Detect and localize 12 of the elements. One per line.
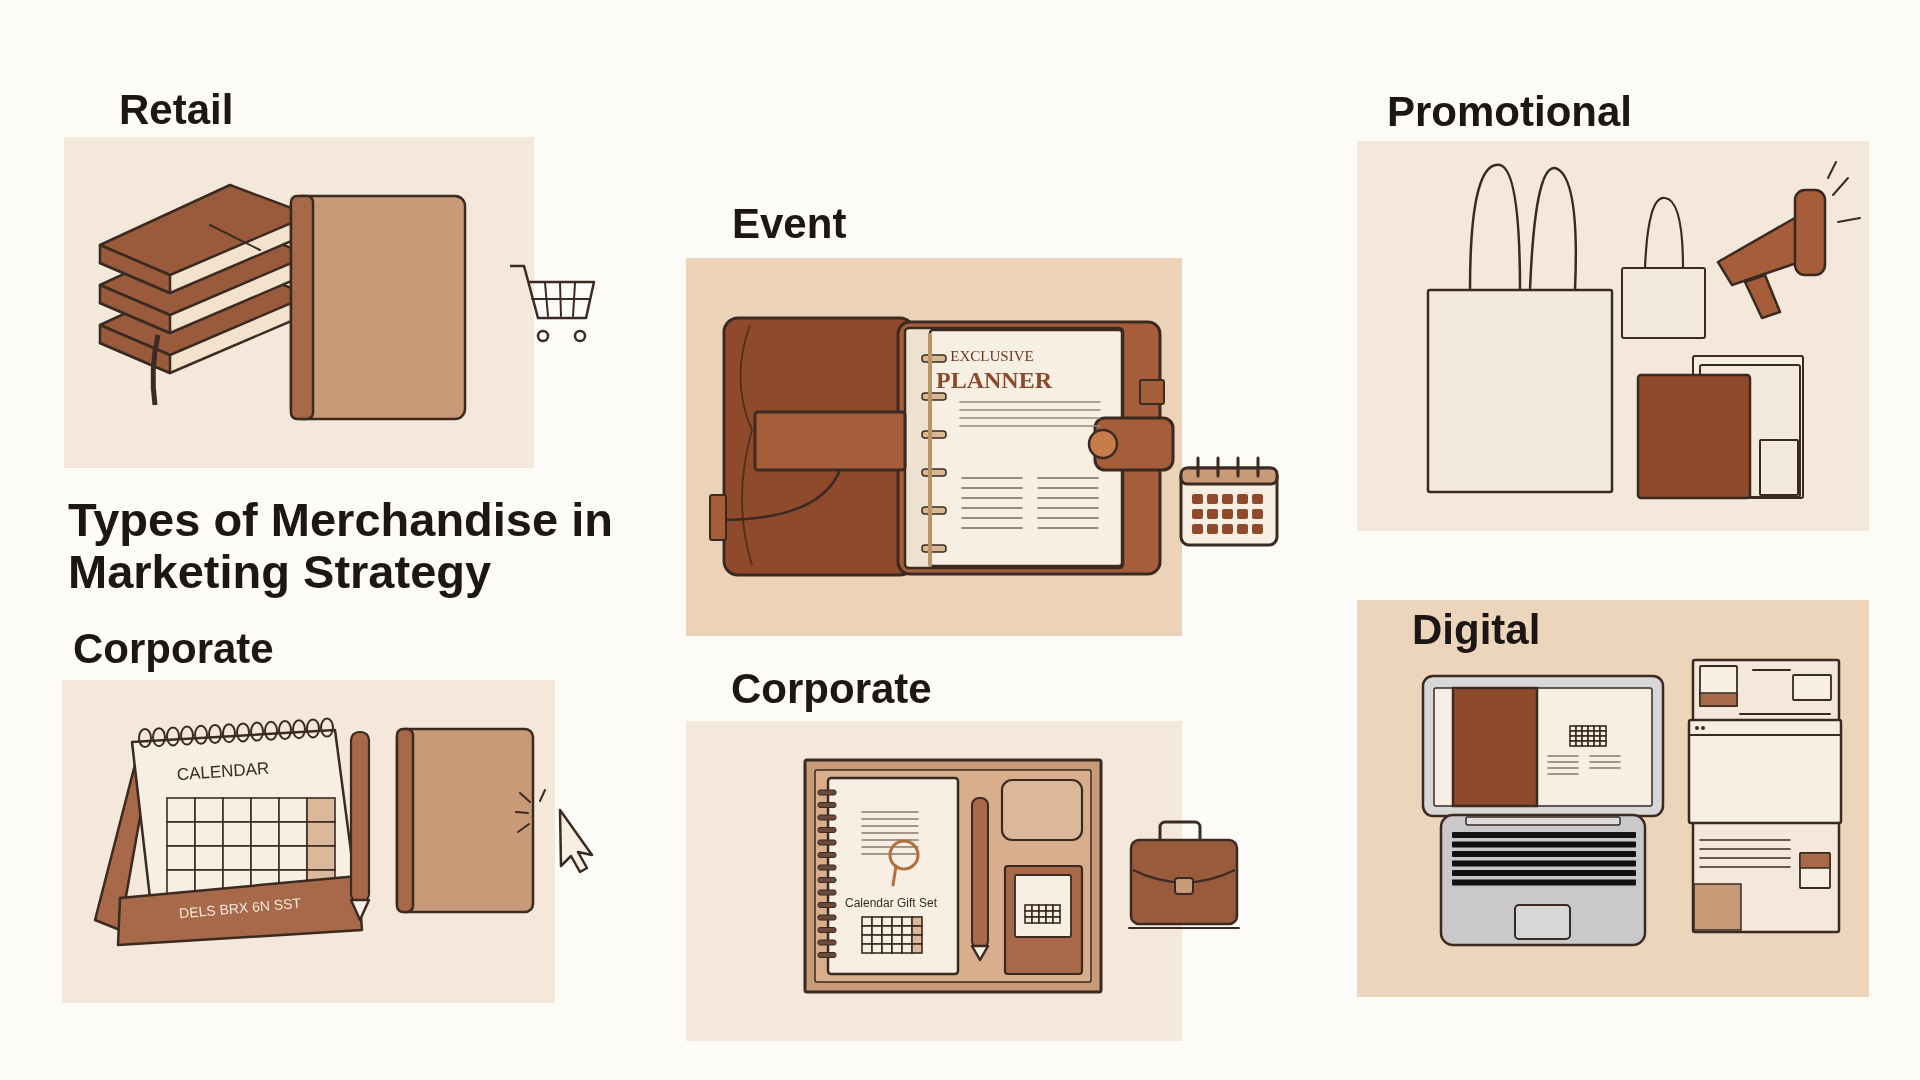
printed-label: Calendar Gift Set xyxy=(845,896,937,910)
printed-label: CALENDAR xyxy=(176,758,270,786)
panel-heading: Digital xyxy=(1412,606,1541,654)
panel-heading: Corporate xyxy=(73,625,274,673)
panel-heading: Retail xyxy=(119,86,234,134)
panel-heading: Corporate xyxy=(731,665,932,713)
panel-heading: Promotional xyxy=(1387,88,1632,136)
printed-label: DELS BRX 6N SST xyxy=(178,894,302,922)
diagram-title: Types of Merchandise in Marketing Strategy xyxy=(68,494,614,598)
printed-label: EXCLUSIVE xyxy=(950,348,1034,365)
printed-label: PLANNER xyxy=(936,367,1052,394)
panel-heading: Event xyxy=(732,200,847,248)
